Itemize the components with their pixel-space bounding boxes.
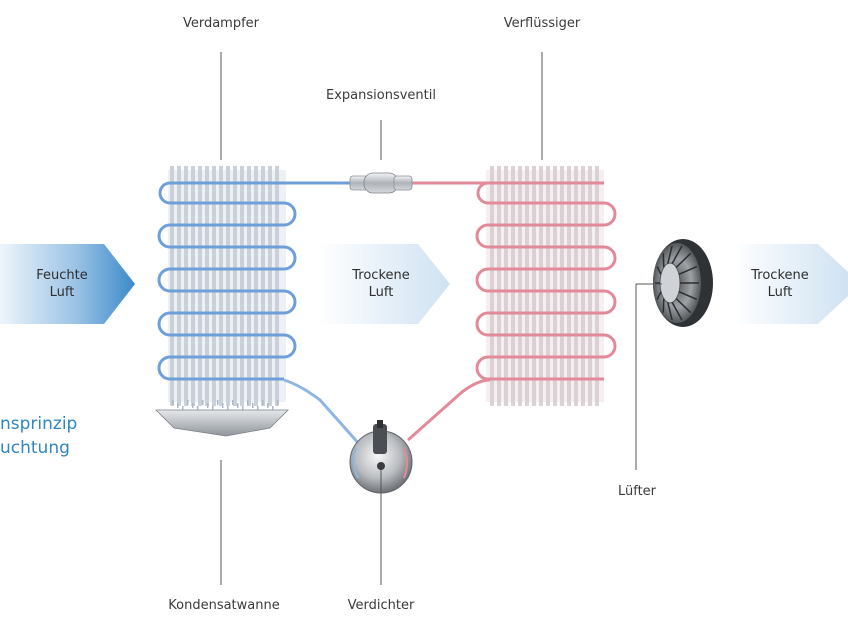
coil-fin <box>560 166 564 406</box>
fan-blade <box>671 245 683 264</box>
condensate-drop <box>207 403 209 408</box>
fan-blade <box>656 266 662 275</box>
condensate-drop <box>177 403 179 408</box>
condensate-pan <box>155 400 289 437</box>
condensate-drop <box>202 400 204 405</box>
condensate-drop <box>257 406 259 411</box>
output-air-line1: Trockene <box>751 268 809 283</box>
output-air-arrow <box>733 244 848 324</box>
fan-blade <box>678 265 698 276</box>
side-title-line2: uchtung <box>0 438 70 458</box>
side-title-line1: nsprinzip <box>0 414 78 434</box>
condensate-drop <box>172 400 174 405</box>
coil-fin <box>233 166 237 406</box>
coil-fin <box>574 166 578 406</box>
coil-fin <box>219 166 223 406</box>
condensate-drop <box>247 400 249 405</box>
fan-blade <box>675 252 692 268</box>
coil-fin <box>240 166 244 406</box>
coil-fin <box>261 166 265 406</box>
condensate-drop <box>242 406 244 411</box>
condensate-drop <box>217 400 219 405</box>
coil-fin <box>268 166 272 406</box>
condenser-coil <box>475 166 617 406</box>
condensate-drop <box>237 403 239 408</box>
condensate-drop <box>227 406 229 411</box>
middle-air-line1: Trockene <box>352 268 410 283</box>
coil-fin <box>553 166 557 406</box>
input-air-text: Feuchte Luft <box>36 267 88 301</box>
coil-fin <box>525 166 529 406</box>
fan <box>653 239 713 327</box>
coil-fin <box>184 166 188 406</box>
coil-fin <box>254 166 258 406</box>
coil-fin <box>539 166 543 406</box>
label-verdampfer: Verdampfer <box>182 16 260 31</box>
coil-fin <box>504 166 508 406</box>
coil-fin <box>177 166 181 406</box>
coil-fin <box>247 166 251 406</box>
coil-fin <box>595 166 599 406</box>
side-title: nsprinzip uchtung <box>0 412 77 460</box>
condensate-drop <box>187 400 189 405</box>
coil-fin <box>490 166 494 406</box>
coil-fin <box>198 166 202 406</box>
middle-air-arrow <box>318 244 450 324</box>
coil-fin <box>546 166 550 406</box>
discharge-line <box>407 378 491 442</box>
coil-fin <box>518 166 522 406</box>
output-air-line2: Luft <box>767 285 793 300</box>
input-air-line2: Luft <box>49 285 75 300</box>
output-air-text: Trockene Luft <box>751 267 809 301</box>
fan-blade <box>667 302 673 321</box>
fan-blade <box>667 245 673 264</box>
coil-fin <box>532 166 536 406</box>
condensate-drop <box>252 403 254 408</box>
input-air-line1: Feuchte <box>36 268 88 283</box>
coil-fin <box>205 166 209 406</box>
coil-fin <box>588 166 592 406</box>
coil-fin <box>170 166 174 406</box>
label-verdichter: Verdichter <box>347 598 415 613</box>
condensate-drop <box>222 403 224 408</box>
coil-fin <box>567 166 571 406</box>
coil-fin <box>275 166 279 406</box>
condensate-drop <box>277 400 279 405</box>
fan-blade <box>678 290 698 301</box>
middle-air-text: Trockene Luft <box>352 267 410 301</box>
condensate-drop <box>212 406 214 411</box>
condensate-drop <box>192 403 194 408</box>
label-expansionsventil: Expansionsventil <box>326 88 436 103</box>
label-kondensatwanne: Kondensatwanne <box>168 598 280 613</box>
condenser-pipe <box>475 181 617 381</box>
fan-blade <box>671 302 683 321</box>
expansion-valve <box>349 172 413 194</box>
input-air-arrow <box>0 244 135 324</box>
label-luefter: Lüfter <box>617 484 657 499</box>
condensate-drop <box>232 400 234 405</box>
coil-fin <box>191 166 195 406</box>
label-verfluessiger: Verflüssiger <box>503 16 581 31</box>
coil-fin <box>497 166 501 406</box>
middle-air-line2: Luft <box>368 285 394 300</box>
coil-fin <box>226 166 230 406</box>
coil-fin <box>212 166 216 406</box>
coil-fin <box>581 166 585 406</box>
condensate-drop <box>182 406 184 411</box>
condensate-drop <box>267 403 269 408</box>
fan-blade <box>675 298 692 314</box>
condensate-drop <box>262 400 264 405</box>
fan-blade <box>656 291 662 300</box>
condensate-drop <box>197 406 199 411</box>
condensate-drop <box>272 406 274 411</box>
coil-fin <box>511 166 515 406</box>
suction-line <box>283 378 362 446</box>
evaporator-pipe <box>157 181 297 381</box>
evaporator-coil <box>157 166 297 406</box>
